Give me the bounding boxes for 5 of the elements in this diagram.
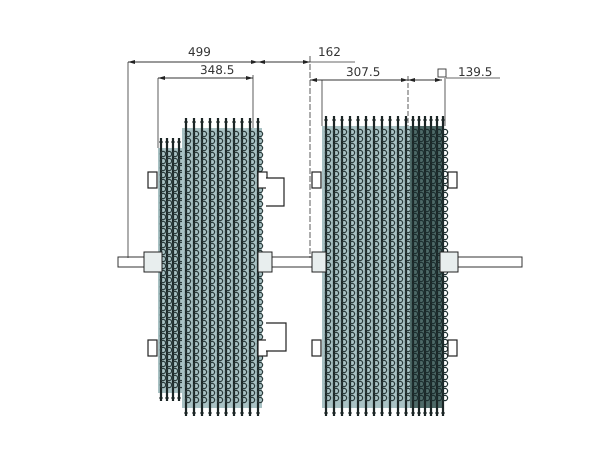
- dimension-label: 139.5: [458, 66, 492, 78]
- dimension-label: 348.5: [200, 64, 234, 76]
- dimension-label: 499: [188, 46, 211, 58]
- dimension-label: 162: [318, 46, 341, 58]
- dimension-label: 307.5: [346, 66, 380, 78]
